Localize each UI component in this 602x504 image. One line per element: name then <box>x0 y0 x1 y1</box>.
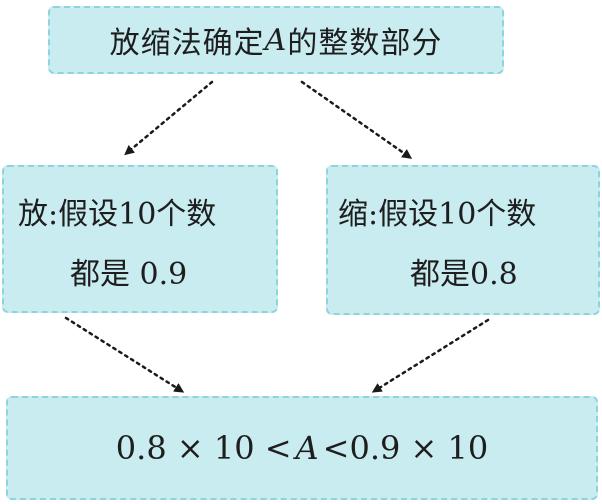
lower-bound-line-1: 缩:假设10个数 <box>338 197 537 232</box>
arrow-top-to-left <box>124 80 214 156</box>
title-suffix: 的整数部分 <box>287 26 443 61</box>
lower-bound-line-2: 都是0.8 <box>410 257 518 292</box>
arrow-left-to-bottom <box>64 316 185 393</box>
upper-bound-box: 放:假设10个数 都是 0.9 <box>2 165 278 313</box>
inequality-box: 0.8 × 10 <A<0.9 × 10 <box>6 396 598 500</box>
arrow-right-to-bottom <box>371 318 490 393</box>
inequality-variable: A <box>295 429 319 467</box>
title-variable: A <box>264 22 288 58</box>
upper-bound-line-1: 放:假设10个数 <box>18 197 217 232</box>
inequality-right: <0.9 × 10 <box>322 429 489 467</box>
lower-bound-box: 缩:假设10个数 都是0.8 <box>326 165 600 315</box>
inequality-left: 0.8 × 10 < <box>115 429 292 467</box>
upper-bound-line-2: 都是 0.9 <box>70 257 188 292</box>
title-prefix: 放缩法确定 <box>109 26 265 61</box>
arrow-top-to-right <box>300 80 413 159</box>
